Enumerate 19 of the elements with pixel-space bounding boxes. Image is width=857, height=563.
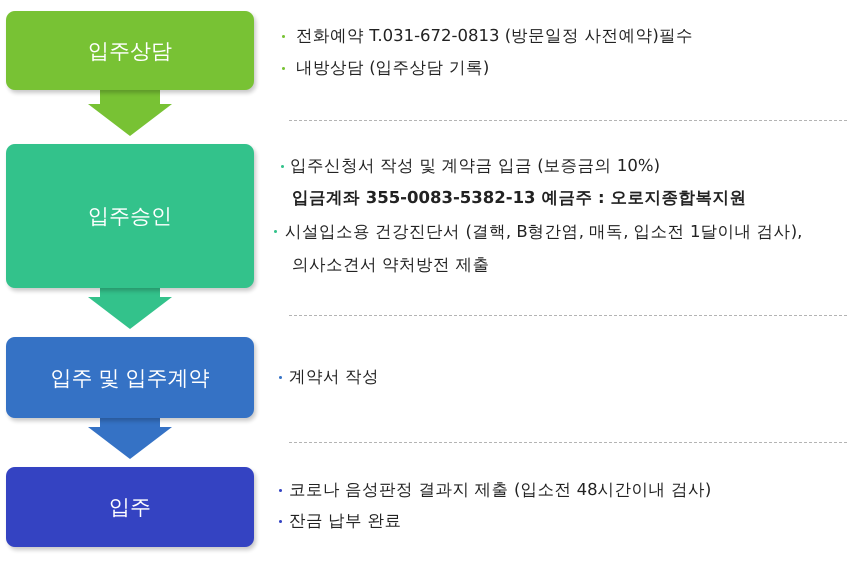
list-item-text: 계약서 작성: [289, 366, 380, 388]
list-item-text: 전화예약 T.031-672-0813 (방문일정 사전예약)필수: [296, 25, 693, 47]
list-item-text: 내방상담 (입주상담 기록): [296, 57, 490, 79]
list-item-text: 코로나 음성판정 결과지 제출 (입소전 48시간이내 검사): [289, 479, 712, 501]
account-info-text: 입금계좌 355-0083-5382-13 예금주 : 오로지종합복지원: [292, 187, 746, 209]
list-item-text: 입주신청서 작성 및 계약금 입금 (보증금의 10%): [290, 155, 660, 177]
process-box: [6, 11, 254, 90]
list-item-text: 시설입소용 건강진단서 (결핵, B형간염, 매독, 입소전 1달이내 검사), 의사소견서 약처방전 제출: [285, 221, 804, 276]
step-label: 입주상담: [88, 38, 172, 64]
process-box: [6, 467, 254, 547]
block-arrow: [88, 418, 172, 459]
block-arrow: [88, 288, 172, 329]
process-box: [6, 144, 254, 288]
list-item-text: 잔금 납부 완료: [289, 510, 402, 532]
block-arrow: [88, 90, 172, 136]
step-label: 입주: [109, 495, 151, 521]
step-label: 입주 및 입주계약: [50, 366, 210, 392]
step-label: 입주승인: [88, 204, 172, 230]
process-box: [6, 337, 254, 418]
